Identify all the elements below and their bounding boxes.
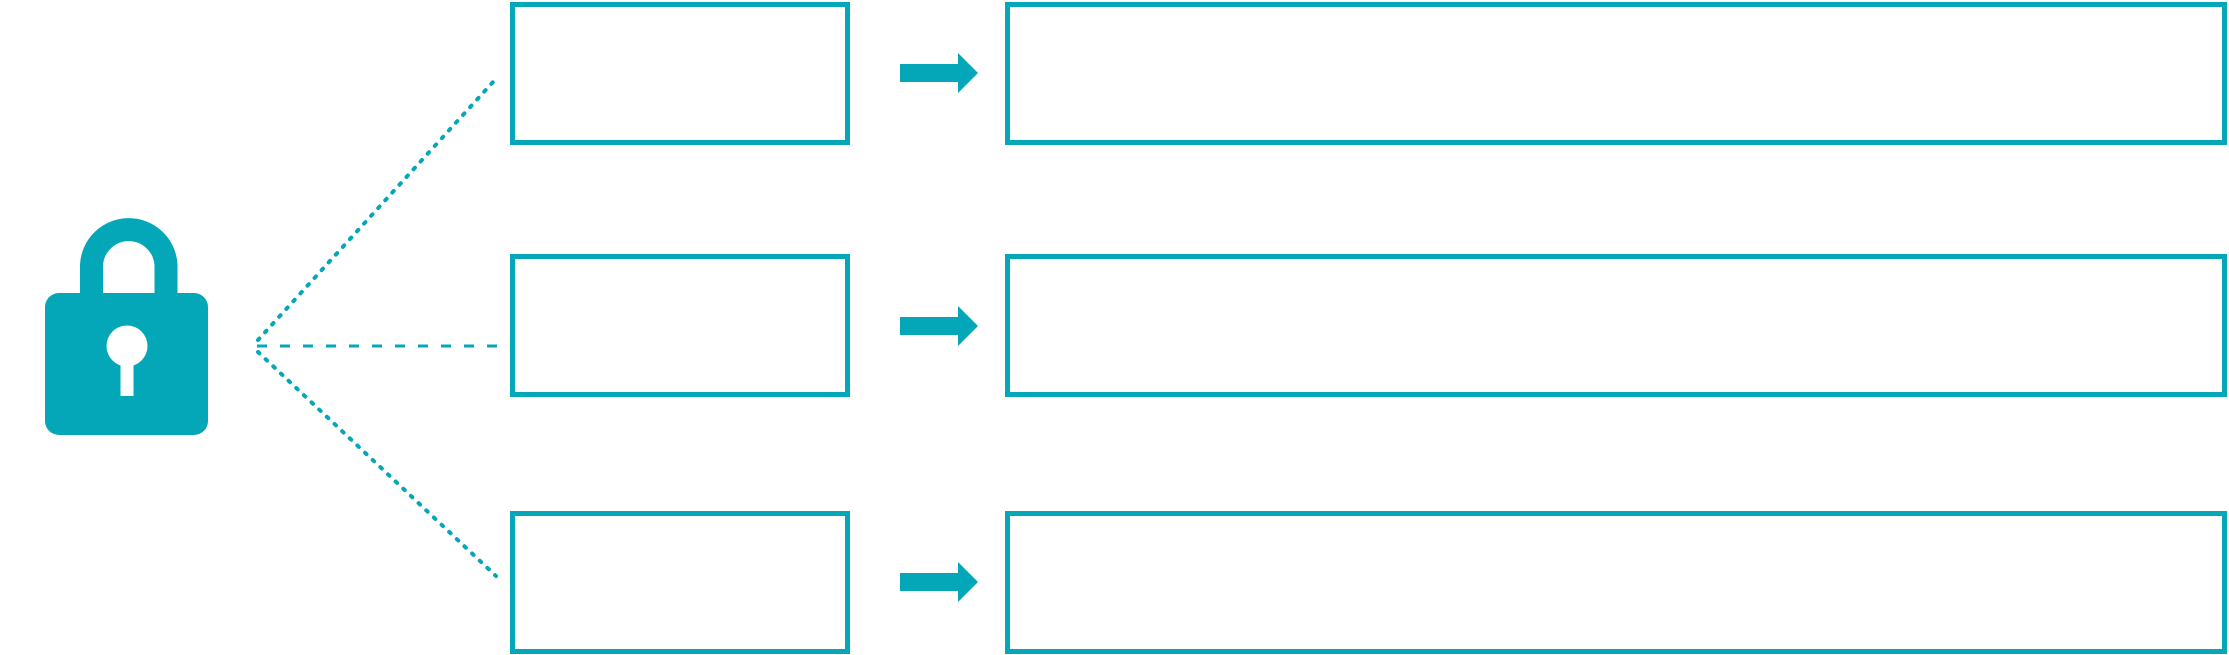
source-box-1 bbox=[510, 2, 850, 145]
target-box-1 bbox=[1005, 2, 2227, 145]
connector-top bbox=[256, 80, 495, 342]
connector-bottom bbox=[256, 350, 498, 578]
target-box-2 bbox=[1005, 254, 2227, 397]
arrow-right-icon bbox=[900, 53, 978, 93]
lock-keyhole-stem bbox=[120, 346, 134, 396]
source-box-3 bbox=[510, 511, 850, 654]
source-box-2 bbox=[510, 254, 850, 397]
target-box-3 bbox=[1005, 511, 2227, 654]
lock-icon bbox=[45, 218, 208, 435]
arrow-right-icon bbox=[900, 562, 978, 602]
lock-shackle bbox=[80, 218, 178, 305]
arrow-right-icon bbox=[900, 306, 978, 346]
